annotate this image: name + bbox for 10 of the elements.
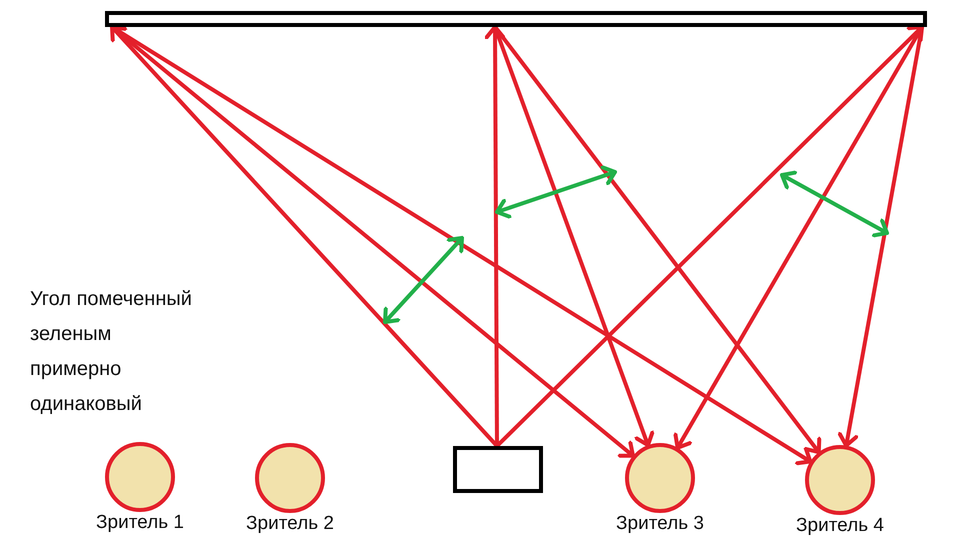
viewer-label: Зритель 2 <box>245 514 335 534</box>
arrow <box>837 26 924 448</box>
arrow <box>496 25 924 448</box>
viewer-label: Зритель 4 <box>795 516 885 536</box>
arrow <box>484 25 506 446</box>
screen-bar <box>105 11 927 27</box>
viewer-label: Зритель 3 <box>615 514 705 534</box>
projector-box <box>453 446 543 493</box>
note-text: Угол помеченный зеленым примерно одинаковый <box>30 287 192 417</box>
viewer-label: Зритель 1 <box>95 513 185 533</box>
